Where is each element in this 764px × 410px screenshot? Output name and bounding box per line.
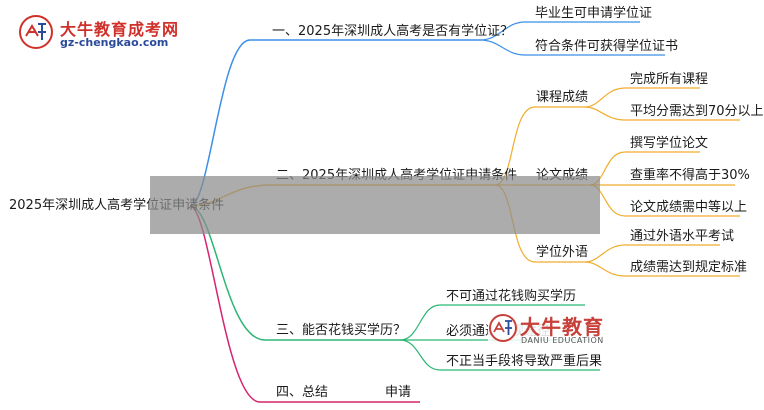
overlay-band [150,176,600,234]
language-leaf1: 通过外语水平考试 [630,229,735,244]
branch3-label: 三、能否花钱买学历？ [276,323,407,338]
thesis-leaf1: 撰写学位论文 [630,136,709,151]
course-leaf2: 平均分需达到70分以上 [630,104,764,119]
logo-title: 大牛教育成考网 [60,20,180,39]
edge-branch3-leaf1 [399,304,585,341]
edge-course-leaf2 [584,106,740,121]
watermark-mark-icon [489,314,517,342]
branch4-leaf1: 申请 [385,385,412,400]
edge-course-leaf1 [584,87,700,108]
branch1-leaf1: 毕业生可申请学位证 [535,6,653,21]
watermark-subtitle: DANIU EDUCATION [521,336,604,345]
edge-language-leaf1 [584,244,720,263]
watermark-title: 大牛教育 [520,315,604,339]
branch1-label: 一、2025年深圳成人高考是否有学位证？ [272,24,514,39]
course-leaf1: 完成所有课程 [630,72,709,87]
logo-mark-icon [19,15,53,49]
branch2-language: 学位外语 [536,245,589,260]
thesis-leaf3: 论文成绩需中等以上 [630,200,748,215]
edge-branch3-leaf3 [399,339,600,371]
edge-branch1-leaf2 [479,39,665,56]
thesis-leaf2: 查重率不得高于30% [630,168,750,183]
edge-language-leaf2 [584,261,740,277]
edge-root-branch4 [189,205,420,403]
branch4-label: 四、总结 [276,385,329,400]
branch1-leaf2: 符合条件可获得学位证书 [535,39,679,54]
edge-branch1-leaf1 [479,21,640,41]
language-leaf2: 成绩需达到规定标准 [630,260,748,275]
watermark-logo: 大牛教育 DANIU EDUCATION [488,308,603,348]
branch2-course: 课程成绩 [536,90,589,105]
logo-url: gz-chengkao.com [60,36,169,49]
branch3-leaf3: 不正当手段将导致严重后果 [446,354,603,369]
branch3-leaf1: 不可通过花钱购买学历 [446,289,577,304]
